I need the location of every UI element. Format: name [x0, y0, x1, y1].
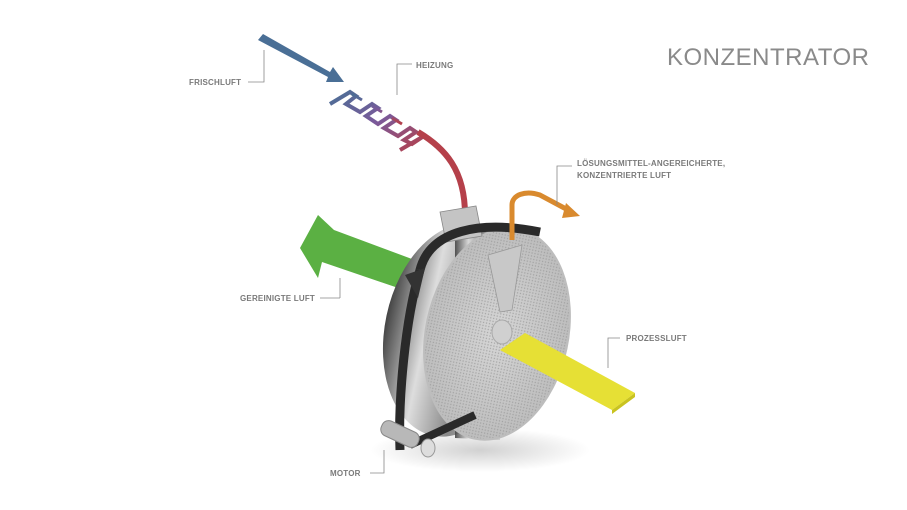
fresh-air-arrow — [258, 34, 344, 82]
concentrated-air-arrow — [509, 190, 580, 240]
label-gereinigte-luft: GEREINIGTE LUFT — [240, 294, 315, 303]
leader-lines — [248, 50, 620, 474]
heater-coil — [328, 89, 426, 152]
label-loesungsmittel-line2: KONZENTRIERTE LUFT — [577, 171, 672, 180]
motor — [380, 420, 436, 458]
page-title: KONZENTRATOR — [667, 44, 870, 71]
label-loesungsmittel-line1: LÖSUNGSMITTEL-ANGEREICHERTE, — [577, 159, 726, 168]
label-motor: MOTOR — [330, 469, 361, 478]
heated-air-duct — [416, 129, 468, 216]
label-heizung: HEIZUNG — [416, 61, 454, 70]
label-prozessluft: PROZESSLUFT — [626, 334, 687, 343]
process-air-band — [500, 333, 635, 410]
label-frischluft: FRISCHLUFT — [189, 78, 242, 87]
rotor-wheel — [382, 205, 571, 451]
